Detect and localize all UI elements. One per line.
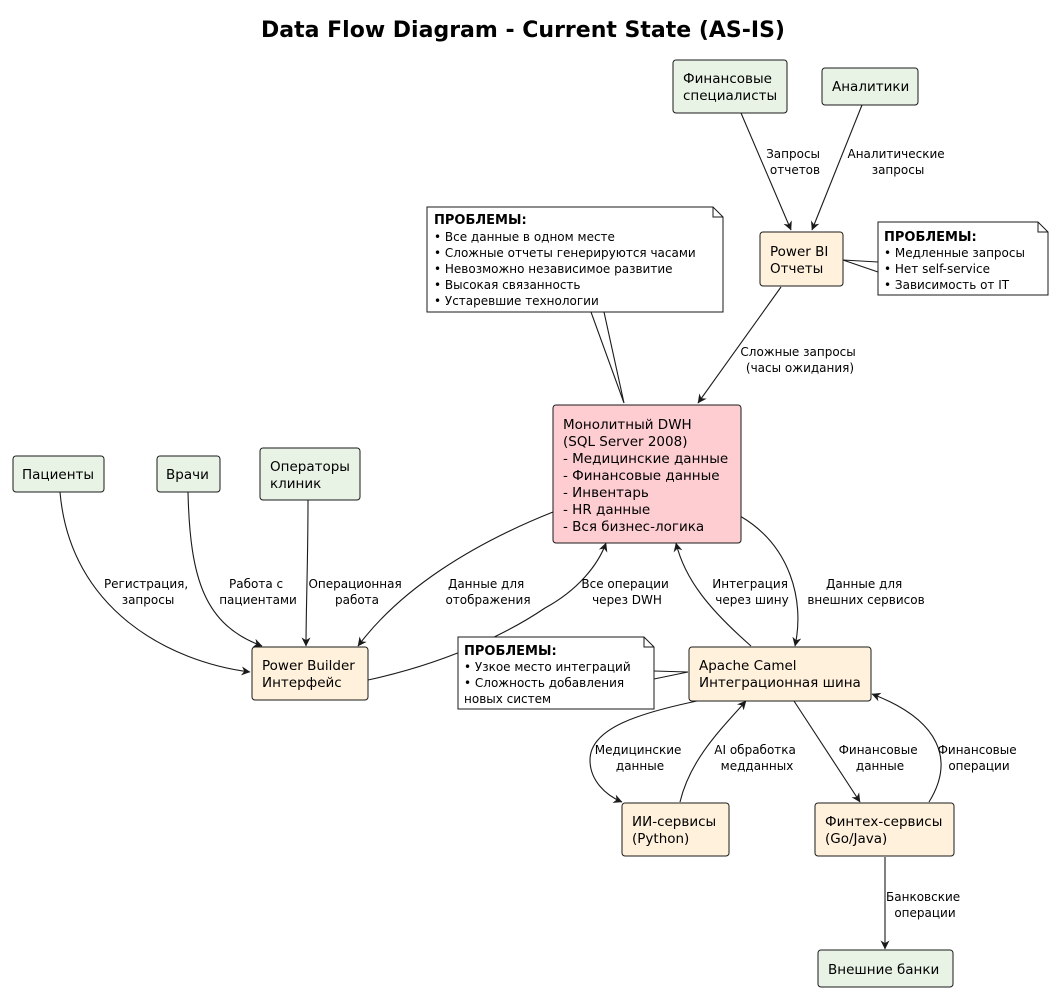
svg-text:Финтех-сервисы (Go/Jav: Финтех-сервисы (Go/Java) [825,814,947,847]
edge-fintech-to-camel [871,692,942,803]
svg-text:Аналитики: Аналитики [832,79,909,95]
node-apache-camel: Apache Camel Интеграционная шина [688,646,872,702]
svg-text:Врачи: Врачи [166,467,209,483]
edge-camel-to-fintech [793,700,861,803]
node-fintech-services: Финтех-сервисы (Go/Java) [814,802,955,857]
node-financial-specialists: Финансовые специалисты [672,59,788,114]
edge-label-patients: Регистрация, запросы [104,577,192,607]
edge-label-doctors: Работа с пациентами [219,577,297,607]
svg-text:ПРОБЛЕМЫ:: ПРОБЛЕМЫ: [464,644,557,659]
edge-label-dwh-to-camel: Данные для внешних сервисов [807,577,924,607]
note-connector-camel [653,670,689,680]
edge-ai-to-camel [679,700,747,803]
edge-patients-to-powerbuilder [59,491,251,676]
edge-label-fin-to-powerbi: Запросы отчетов [766,147,824,177]
edge-operators-to-powerbuilder [301,499,311,647]
node-external-banks: Внешние банки [817,949,954,988]
edge-label-fintech-to-banks: Банковские операции [886,890,964,920]
svg-text:ПРОБЛЕМЫ:: ПРОБЛЕМЫ: [884,230,977,245]
note-camel-problems: ПРОБЛЕМЫ: • Узкое место интеграций • Сло… [457,636,655,710]
edge-dwh-to-camel [739,515,802,647]
svg-text:Power Builder Интерфей: Power Builder Интерфейс [262,658,359,691]
svg-text:• Все данные в одном месте: • Все данные в одном месте • Сложные отч… [434,230,700,308]
note-connector-powerbi [842,259,879,273]
svg-text:• Узкое место интеграций: • Узкое место интеграций • Сложность доб… [464,660,634,706]
node-clinic-operators: Операторы клиник [259,447,361,501]
edge-label-powerbuilder-to-dwh: Все операции через DWH [581,577,672,607]
edge-label-fintech-to-camel: Финансовые операции [938,743,1021,773]
note-powerbi-problems: ПРОБЛЕМЫ: • Медленные запросы • Нет self… [877,221,1049,296]
note-connector-dwh [590,311,625,404]
note-dwh-problems: ПРОБЛЕМЫ: • Все данные в одном месте • С… [426,206,724,313]
edge-label-powerbi-to-dwh: Сложные запросы (часы ожидания) [740,345,859,375]
svg-text:Монолитный DWH (SQL Se: Монолитный DWH (SQL Server 2008) - Медиц… [563,417,732,535]
edge-analysts-to-powerbi [810,104,863,231]
node-analysts: Аналитики [821,67,919,106]
edge-doctors-to-powerbuilder [187,491,263,648]
svg-text:Внешние банки: Внешние банки [828,962,939,978]
svg-text:Финансовые специалисты: Финансовые специалисты [683,71,777,104]
node-monolithic-dwh: Монолитный DWH (SQL Server 2008) - Медиц… [552,404,742,544]
edge-label-analysts-to-powerbi: Аналитические запросы [848,147,949,177]
edge-powerbi-to-dwh [697,286,782,404]
diagram-title: Data Flow Diagram - Current State (AS-IS… [261,18,785,43]
edge-dwh-to-powerbuilder [357,511,554,647]
edge-camel-to-dwh [673,542,752,647]
edge-label-dwh-to-powerbuilder: Данные для отображения [445,577,530,607]
node-power-builder: Power Builder Интерфейс [251,646,369,701]
node-power-bi: Power BI Отчеты [759,231,844,287]
svg-text:Операторы клиник: Операторы клиник [270,459,354,492]
edge-label-camel-to-dwh: Интеграция через шину [712,577,791,607]
edge-fin-to-powerbi [740,112,792,231]
svg-text:ИИ-сервисы (Python): ИИ-сервисы (Python) [632,814,720,847]
edge-label-operators: Операционная работа [308,577,405,607]
node-patients: Пациенты [12,455,105,493]
svg-text:ПРОБЛЕМЫ:: ПРОБЛЕМЫ: [434,213,527,228]
node-ai-services: ИИ-сервисы (Python) [621,802,730,857]
edge-label-camel-to-fintech: Финансовые данные [839,743,922,773]
edge-label-camel-to-ai: Медицинские данные [595,743,686,773]
node-doctors: Врачи [156,455,221,493]
edge-label-ai-to-camel: AI обработка медданных [714,743,799,773]
edge-camel-to-ai [589,700,698,803]
svg-text:Пациенты: Пациенты [22,467,94,483]
svg-text:Power BI Отчеты: Power BI Отчеты [770,244,833,277]
edge-powerbuilder-to-dwh [367,542,608,681]
svg-text:• Медленные запросы •: • Медленные запросы • Нет self-service •… [884,246,1029,292]
svg-text:Apache Camel Интеграци: Apache Camel Интеграционная шина [699,658,861,691]
